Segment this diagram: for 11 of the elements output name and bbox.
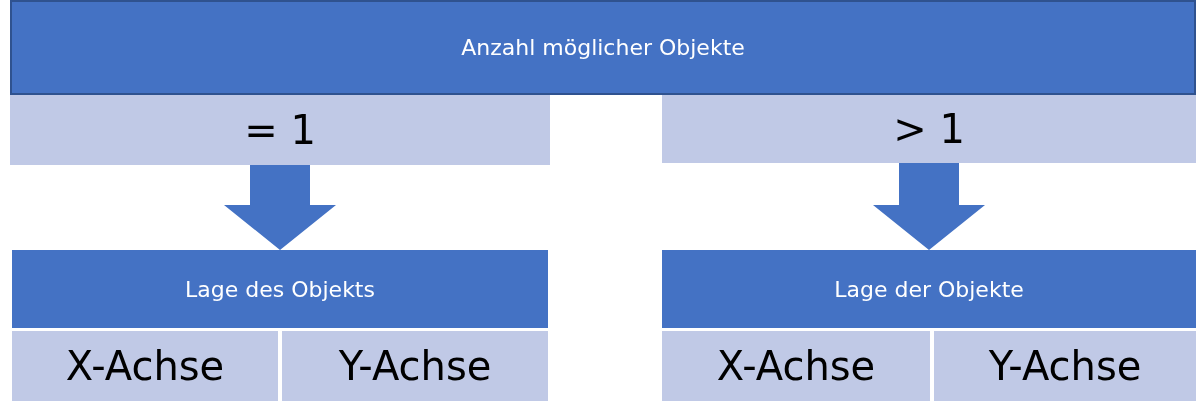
axis-cell: Y-Achse [282, 331, 548, 401]
axis-cell: X-Achse [662, 331, 930, 401]
axis-cell: X-Achse [12, 331, 278, 401]
block-arrow [224, 165, 336, 250]
heading-bar: Lage des Objekts [12, 250, 548, 328]
heading-bar: Anzahl möglicher Objekte [10, 0, 1196, 95]
axis-cell: Y-Achse [934, 331, 1196, 401]
category-box: > 1 [662, 95, 1196, 163]
category-box: = 1 [10, 95, 550, 165]
block-arrow [873, 163, 985, 250]
heading-bar: Lage der Objekte [662, 250, 1196, 328]
